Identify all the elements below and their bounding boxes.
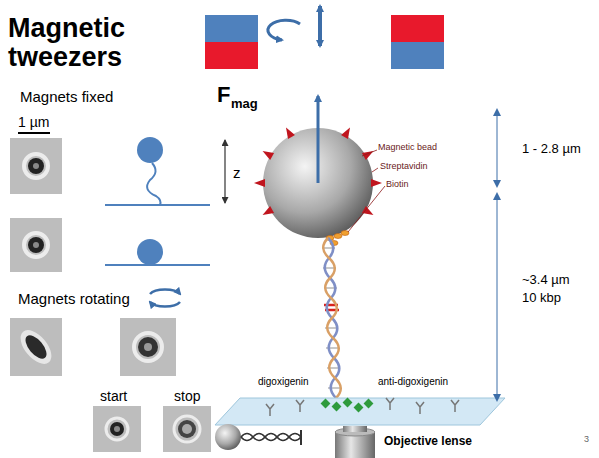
magnet: [391, 15, 444, 69]
magnet: [205, 15, 258, 69]
bead-image: [10, 138, 62, 194]
bead-image: [10, 318, 62, 376]
part-label: anti-digoxigenin: [378, 376, 448, 388]
surface-bead: [105, 239, 210, 265]
streptavidin: [254, 126, 382, 219]
force-label: F: [217, 82, 230, 108]
anti-digoxigenin: [266, 398, 459, 416]
bead-image: [163, 406, 211, 452]
force-arrow: [317, 128, 320, 183]
part-label: Streptavidin: [380, 161, 428, 172]
image-caption-node: start: [100, 388, 127, 405]
dna-helix: [322, 238, 341, 398]
translation-arrow: [318, 6, 322, 46]
digoxigenin: [321, 398, 374, 413]
objective-lens: [335, 426, 375, 458]
slide-title: Magnetic tweezers: [8, 14, 158, 72]
dimension-label: 1 - 2.8 µm: [522, 141, 581, 157]
dimension-arrow: [497, 194, 498, 400]
dimension-label: ~3.4 µm: [522, 272, 570, 288]
height-arrow: [224, 140, 225, 203]
section-label: Magnets rotating: [18, 290, 130, 308]
force-subscript: mag: [231, 96, 258, 112]
scale-label: 1 µm: [18, 114, 49, 131]
section-label: Magnets fixed: [20, 88, 113, 106]
bead-image: [10, 218, 62, 272]
axis-label: z: [233, 164, 241, 182]
bead-image: [120, 318, 176, 376]
dimension-arrow: [497, 110, 498, 186]
glass-surface: [215, 398, 505, 425]
part-label: digoxigenin: [258, 376, 309, 388]
image-caption: stop: [174, 388, 200, 405]
image-caption-node: stop: [174, 388, 200, 405]
part-label: Objective lense: [384, 434, 472, 448]
dimension-label: 10 kbp: [522, 290, 561, 306]
rotation-arrow: [268, 20, 300, 40]
twisted-tether: [215, 424, 301, 450]
image-caption: start: [100, 388, 127, 405]
scale-bar: [18, 132, 50, 134]
bead-image: [93, 406, 141, 452]
leader-line: [348, 150, 385, 232]
part-label: Magnetic bead: [378, 142, 437, 153]
tethered-bead: [105, 137, 210, 205]
part-label: Biotin: [386, 179, 409, 190]
rotation-icon: [150, 289, 180, 306]
slide-number: 3: [584, 434, 589, 445]
